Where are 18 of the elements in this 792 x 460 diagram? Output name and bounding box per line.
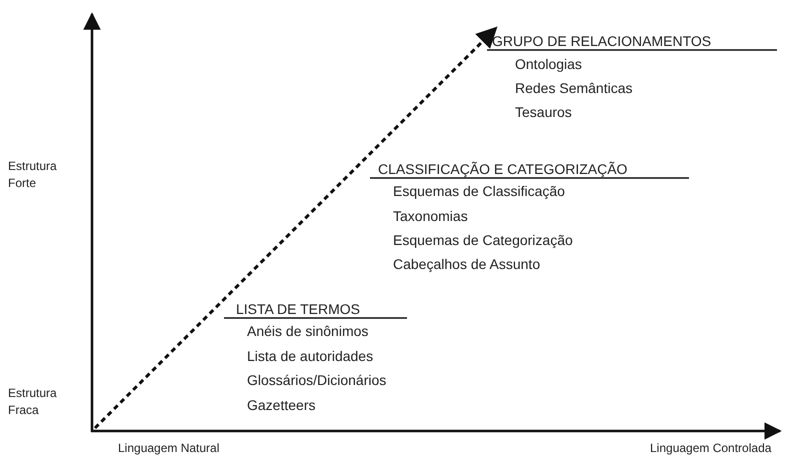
axis-label: Estrutura Fraca (8, 385, 58, 419)
list-item: Glossários/Dicionários (247, 372, 386, 389)
list-item: Redes Semânticas (515, 80, 633, 97)
list-item: Anéis de sinônimos (247, 323, 368, 340)
list-item: Lista de autoridades (247, 348, 374, 365)
list-item: Taxonomias (393, 208, 468, 225)
list-item: Ontologias (515, 56, 582, 73)
list-item: Esquemas de Categorização (393, 232, 573, 249)
group-heading: CLASSIFICAÇÃO E CATEGORIZAÇÃO (378, 161, 628, 178)
axis-label: Linguagem Natural (118, 440, 220, 457)
list-item: Esquemas de Classificação (393, 183, 565, 200)
list-item: Tesauros (515, 104, 572, 121)
list-item: Gazetteers (247, 397, 316, 414)
group-heading: LISTA DE TERMOS (236, 301, 360, 318)
axis-label: Linguagem Controlada (650, 440, 772, 457)
group-heading: GRUPO DE RELACIONAMENTOS (492, 33, 712, 50)
axis-label: Estrutura Forte (8, 158, 58, 192)
list-item: Cabeçalhos de Assunto (393, 256, 540, 273)
